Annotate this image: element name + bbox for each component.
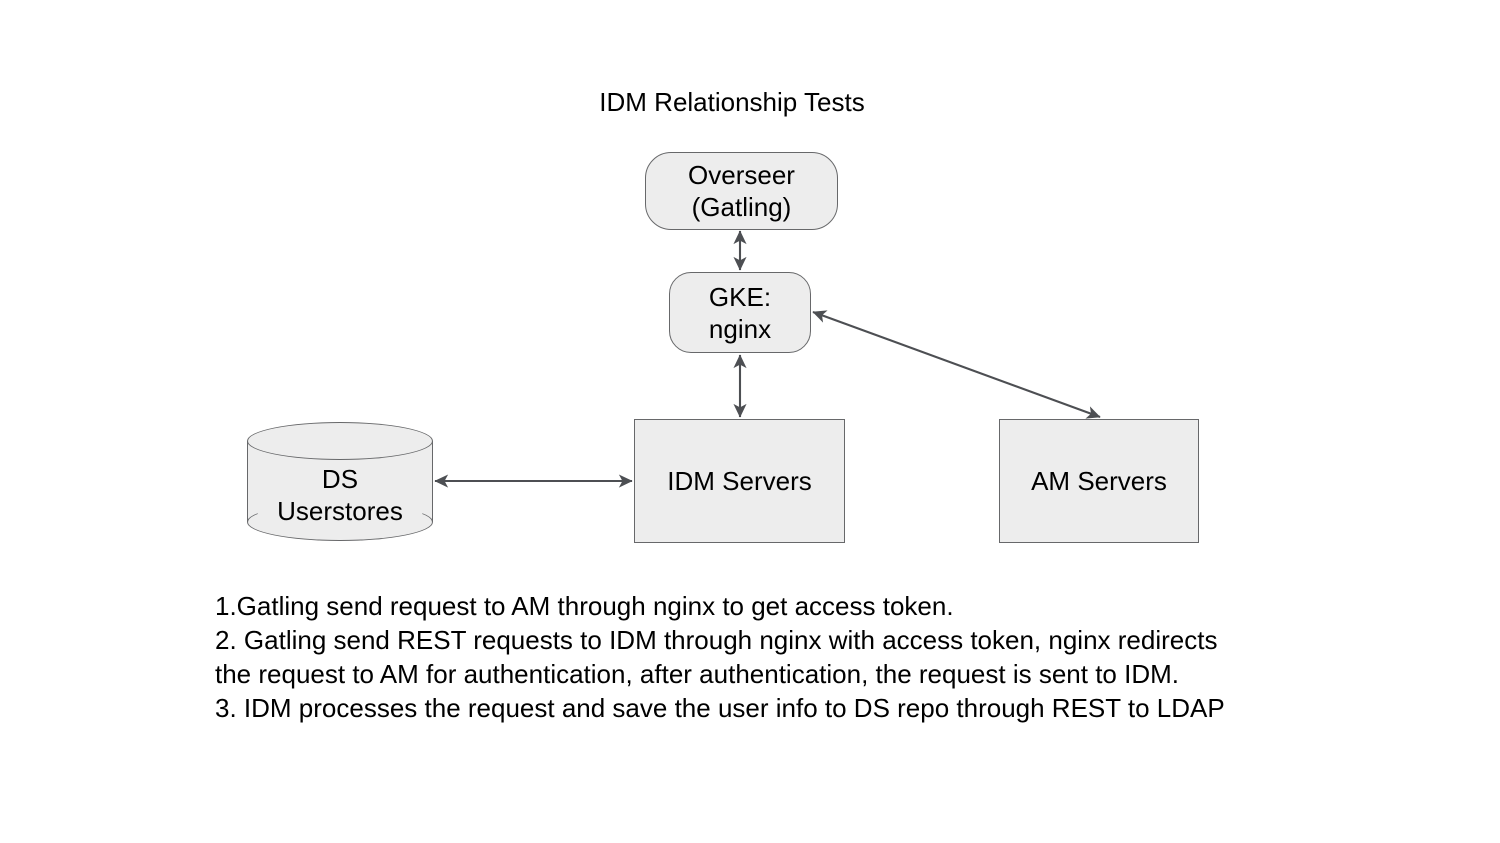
note-line-3: 3. IDM processes the request and save th… [215, 693, 1225, 723]
node-ds-label: DS Userstores [277, 463, 403, 526]
node-overseer-label: Overseer (Gatling) [688, 160, 795, 222]
connector-gke-am [812, 310, 1101, 419]
node-idm-servers[interactable]: IDM Servers [634, 419, 845, 543]
node-gke-nginx[interactable]: GKE: nginx [669, 272, 811, 353]
notes-block: 1.Gatling send request to AM through ngi… [215, 589, 1255, 725]
cylinder-top-ellipse [247, 422, 433, 460]
node-gke-label: GKE: nginx [708, 281, 772, 344]
node-am-label: AM Servers [1031, 466, 1167, 496]
diagram-title: IDM Relationship Tests [599, 87, 865, 117]
node-overseer-gatling[interactable]: Overseer (Gatling) [645, 152, 838, 230]
node-idm-label: IDM Servers [667, 466, 812, 496]
cylinder-bottom-ellipse [247, 503, 433, 541]
note-line-2: 2. Gatling send REST requests to IDM thr… [215, 625, 1225, 689]
note-line-1: 1.Gatling send request to AM through ngi… [215, 591, 954, 621]
node-am-servers[interactable]: AM Servers [999, 419, 1199, 543]
node-ds-userstores[interactable]: DS Userstores [247, 422, 433, 541]
